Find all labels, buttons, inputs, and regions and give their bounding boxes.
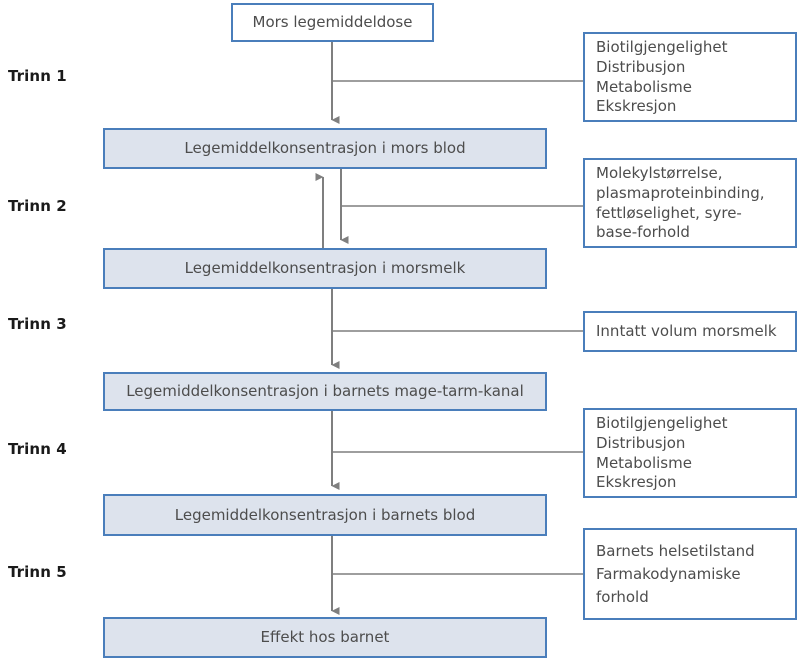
side-box-faktorer-trinn-5[interactable]: Barnets helsetilstand Farmakodynamiske f… [583, 528, 797, 620]
step-label-trinn-5: Trinn 5 [8, 563, 67, 581]
side-box-line: Distribusjon [596, 433, 686, 452]
flow-box-mors-dose-label: Mors legemiddeldose [252, 13, 413, 32]
flow-box-barnets-mage-tarm-label: Legemiddelkonsentrasjon i barnets mage-t… [126, 382, 524, 401]
side-box-line: base-forhold [596, 223, 690, 242]
step-label-trinn-1: Trinn 1 [8, 67, 67, 85]
step-label-trinn-3: Trinn 3 [8, 315, 67, 333]
side-box-line: Barnets helsetilstand [596, 541, 755, 560]
side-box-line: Molekylstørrelse, [596, 163, 723, 182]
flow-box-barnets-blod-label: Legemiddelkonsentrasjon i barnets blod [174, 505, 476, 524]
side-box-line: Inntatt volum morsmelk [596, 322, 777, 341]
flow-box-morsmelk-label: Legemiddelkonsentrasjon i morsmelk [184, 259, 466, 278]
flow-box-effekt[interactable]: Effekt hos barnet [103, 617, 547, 658]
flow-box-morsmelk[interactable]: Legemiddelkonsentrasjon i morsmelk [103, 248, 547, 289]
flow-box-effekt-label: Effekt hos barnet [260, 628, 390, 647]
step-label-trinn-4: Trinn 4 [8, 440, 67, 458]
flow-box-mors-dose[interactable]: Mors legemiddeldose [231, 3, 434, 42]
side-box-line: plasmaproteinbinding, [596, 183, 765, 202]
side-box-faktorer-trinn-1[interactable]: Biotilgjengelighet Distribusjon Metaboli… [583, 32, 797, 122]
side-box-line: Distribusjon [596, 57, 686, 76]
side-box-line: Metabolisme [596, 453, 692, 472]
step-label-trinn-2: Trinn 2 [8, 197, 67, 215]
side-box-faktorer-trinn-4[interactable]: Biotilgjengelighet Distribusjon Metaboli… [583, 408, 797, 498]
flow-box-barnets-mage-tarm[interactable]: Legemiddelkonsentrasjon i barnets mage-t… [103, 372, 547, 411]
side-box-line: Ekskresjon [596, 473, 677, 492]
side-box-line: Ekskresjon [596, 97, 677, 116]
flow-box-barnets-blod[interactable]: Legemiddelkonsentrasjon i barnets blod [103, 494, 547, 536]
side-box-line: Biotilgjengelighet [596, 37, 728, 56]
flow-box-mors-blod-label: Legemiddelkonsentrasjon i mors blod [184, 139, 466, 158]
side-box-faktorer-trinn-3[interactable]: Inntatt volum morsmelk [583, 311, 797, 352]
flow-box-mors-blod[interactable]: Legemiddelkonsentrasjon i mors blod [103, 128, 547, 169]
side-box-line: Metabolisme [596, 77, 692, 96]
side-box-line: Biotilgjengelighet [596, 413, 728, 432]
side-box-line: forhold [596, 588, 649, 607]
side-box-faktorer-trinn-2[interactable]: Molekylstørrelse, plasmaproteinbinding, … [583, 158, 797, 248]
side-box-line: Farmakodynamiske [596, 564, 741, 583]
side-box-line: fettløselighet, syre- [596, 203, 742, 222]
